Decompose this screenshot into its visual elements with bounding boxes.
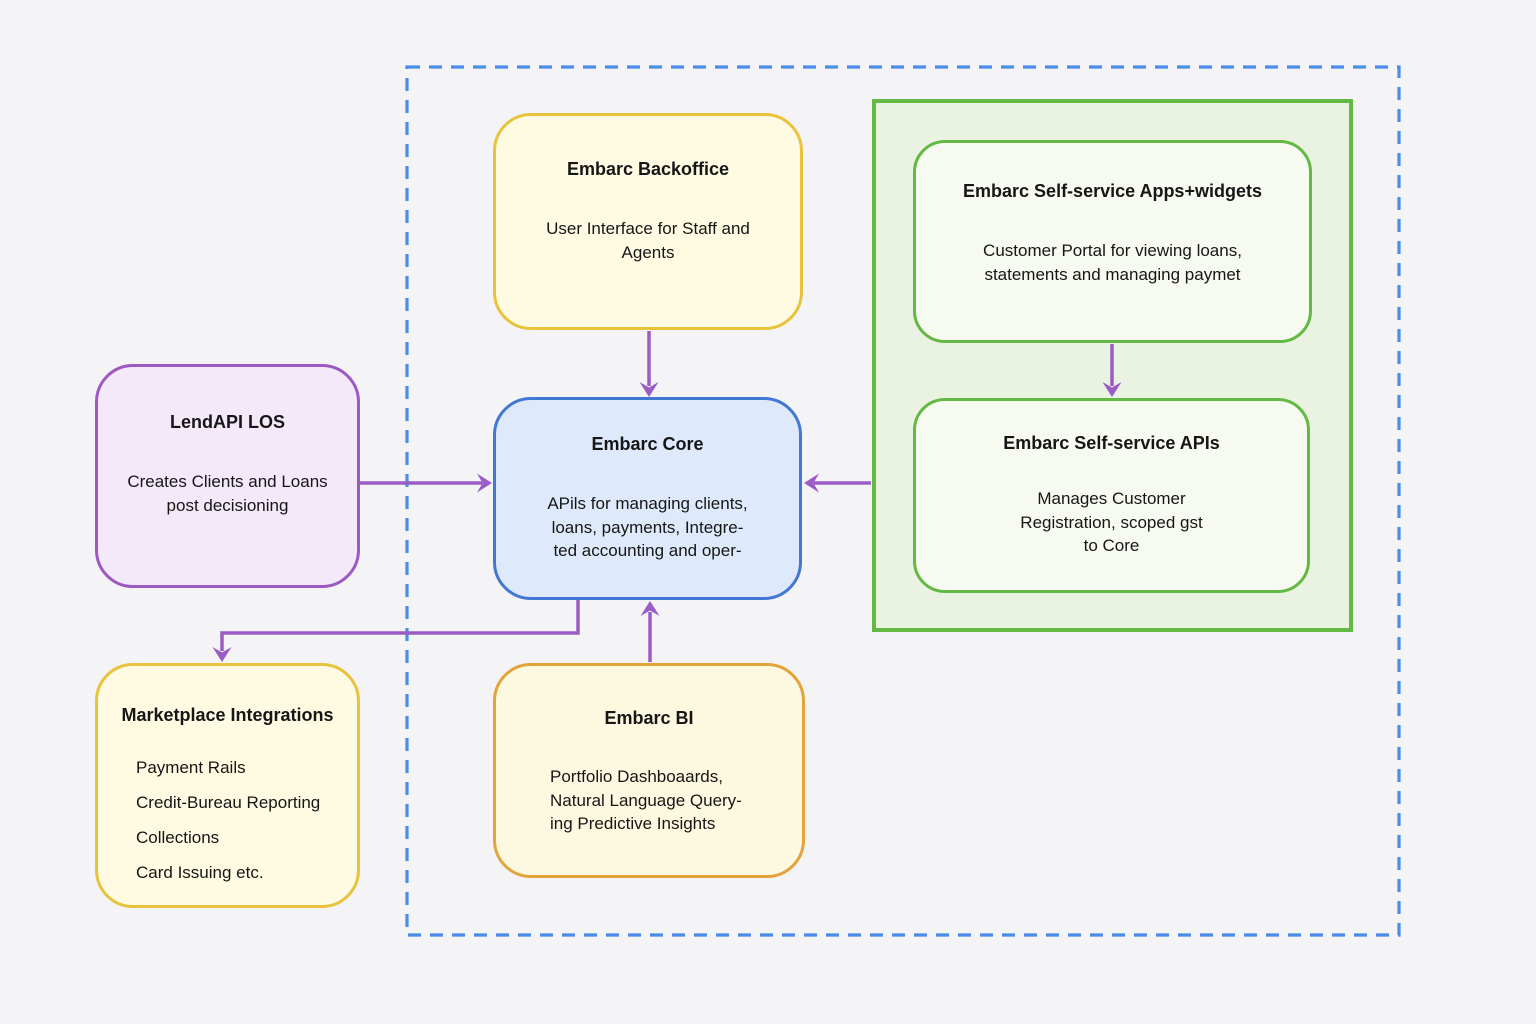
arrow-lendapi-to-core bbox=[360, 473, 492, 493]
node-title: Embarc Backoffice bbox=[566, 159, 730, 179]
node-body: Customer Portal for viewing loans, state… bbox=[916, 239, 1309, 286]
node-embarc-backoffice: Embarc Backoffice User Interface for Sta… bbox=[493, 113, 803, 330]
arrow-core-to-marketplace bbox=[212, 600, 580, 662]
node-body: Manages Customer Registration, scoped gs… bbox=[916, 487, 1307, 558]
body-line: APils for managing clients, bbox=[547, 494, 748, 513]
node-body: Creates Clients and Loans post decisioni… bbox=[98, 470, 357, 517]
body-line: Manages Customer bbox=[1037, 489, 1186, 508]
list-item: Card Issuing etc. bbox=[136, 863, 264, 882]
list-item: Payment Rails bbox=[136, 758, 246, 777]
body-line: statements and managing paymet bbox=[984, 264, 1241, 284]
node-title: Embarc Self-service APIs bbox=[1003, 433, 1220, 453]
node-self-service-apps-widgets: Embarc Self-service Apps+widgets Custome… bbox=[913, 140, 1312, 343]
body-line: Natural Language Query- bbox=[550, 790, 742, 810]
body-line: loans, payments, Integre- bbox=[551, 517, 744, 537]
node-title: LendAPI LOS bbox=[169, 412, 285, 432]
body-line: to Core bbox=[1083, 536, 1140, 555]
node-body: Payment Rails Credit-Bureau Reporting Co… bbox=[98, 750, 357, 890]
node-title: Marketplace Integrations bbox=[121, 705, 334, 725]
node-body: Portfolio Dashboaards, Natural Language … bbox=[496, 765, 802, 836]
body-line: Agents bbox=[621, 242, 675, 262]
node-title: Embarc Core bbox=[591, 434, 704, 454]
list-item: Credit-Bureau Reporting bbox=[136, 793, 321, 812]
body-line: ing Predictive Insights bbox=[550, 814, 716, 833]
body-line: post decisioning bbox=[166, 495, 289, 515]
list-item: Collections bbox=[136, 828, 220, 847]
arrow-bi-to-core bbox=[640, 601, 660, 662]
body-line: User Interface for Staff and bbox=[546, 219, 750, 238]
node-lendapi-los: LendAPI LOS Creates Clients and Loans po… bbox=[95, 364, 360, 588]
arrow-backoffice-to-core bbox=[639, 331, 659, 397]
node-marketplace-integrations: Marketplace Integrations Payment Rails C… bbox=[95, 663, 360, 908]
body-line: Registration, scoped gst bbox=[1020, 512, 1203, 532]
body-line: Portfolio Dashboaards, bbox=[550, 767, 723, 786]
node-body: User Interface for Staff and Agents bbox=[496, 217, 800, 264]
node-embarc-bi: Embarc BI Portfolio Dashboaards, Natural… bbox=[493, 663, 805, 878]
node-body: APils for managing clients, loans, payme… bbox=[496, 492, 799, 563]
body-line: ted accounting and oper- bbox=[553, 541, 742, 560]
node-title: Embarc BI bbox=[604, 708, 694, 728]
node-embarc-core: Embarc Core APils for managing clients, … bbox=[493, 397, 802, 600]
body-line: Customer Portal for viewing loans, bbox=[983, 241, 1242, 260]
arrow-selfservice-to-core bbox=[804, 473, 871, 493]
node-self-service-apis: Embarc Self-service APIs Manages Custome… bbox=[913, 398, 1310, 593]
node-title: Embarc Self-service Apps+widgets bbox=[963, 181, 1262, 201]
body-line: Creates Clients and Loans bbox=[127, 472, 328, 491]
